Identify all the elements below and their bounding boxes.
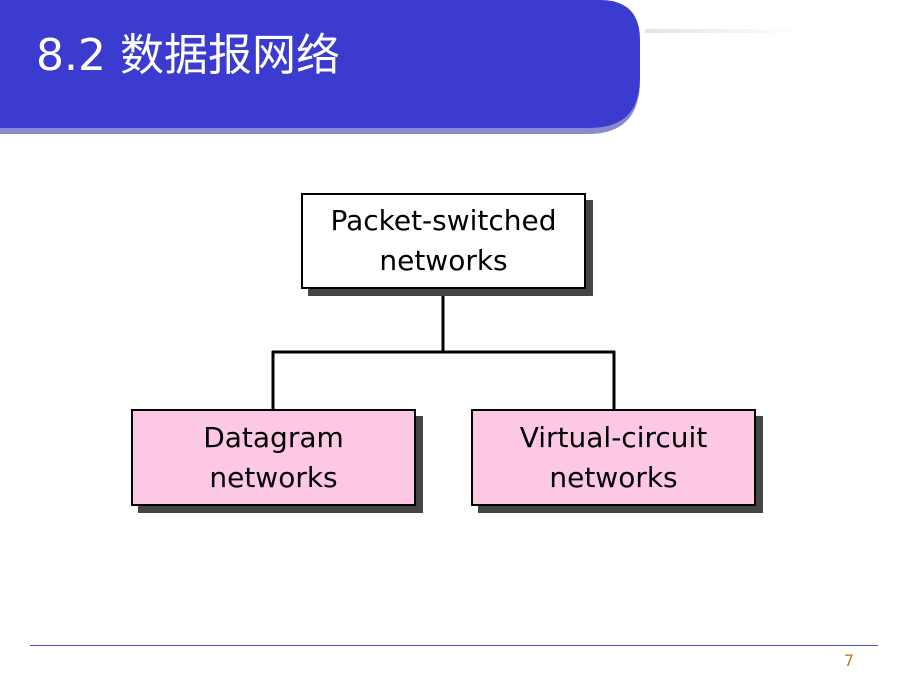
- node-datagram-line2: networks: [209, 460, 338, 494]
- title-banner: [0, 0, 805, 134]
- node-root-line2: networks: [379, 244, 508, 277]
- node-virtual-circuit-networks: Virtual-circuit networks: [471, 409, 756, 506]
- page-number: 7: [843, 651, 854, 670]
- footer-divider: [30, 645, 878, 646]
- node-datagram-networks: Datagram networks: [131, 409, 416, 506]
- slide-title: 8.2 数据报网络: [36, 30, 340, 81]
- node-virtual-circuit-line2: networks: [549, 460, 678, 494]
- node-packet-switched-networks: Packet-switched networks: [301, 193, 586, 289]
- node-root-line1: Packet-switched: [330, 204, 557, 237]
- node-virtual-circuit-line1: Virtual-circuit: [519, 420, 708, 454]
- node-datagram-line1: Datagram: [203, 420, 344, 454]
